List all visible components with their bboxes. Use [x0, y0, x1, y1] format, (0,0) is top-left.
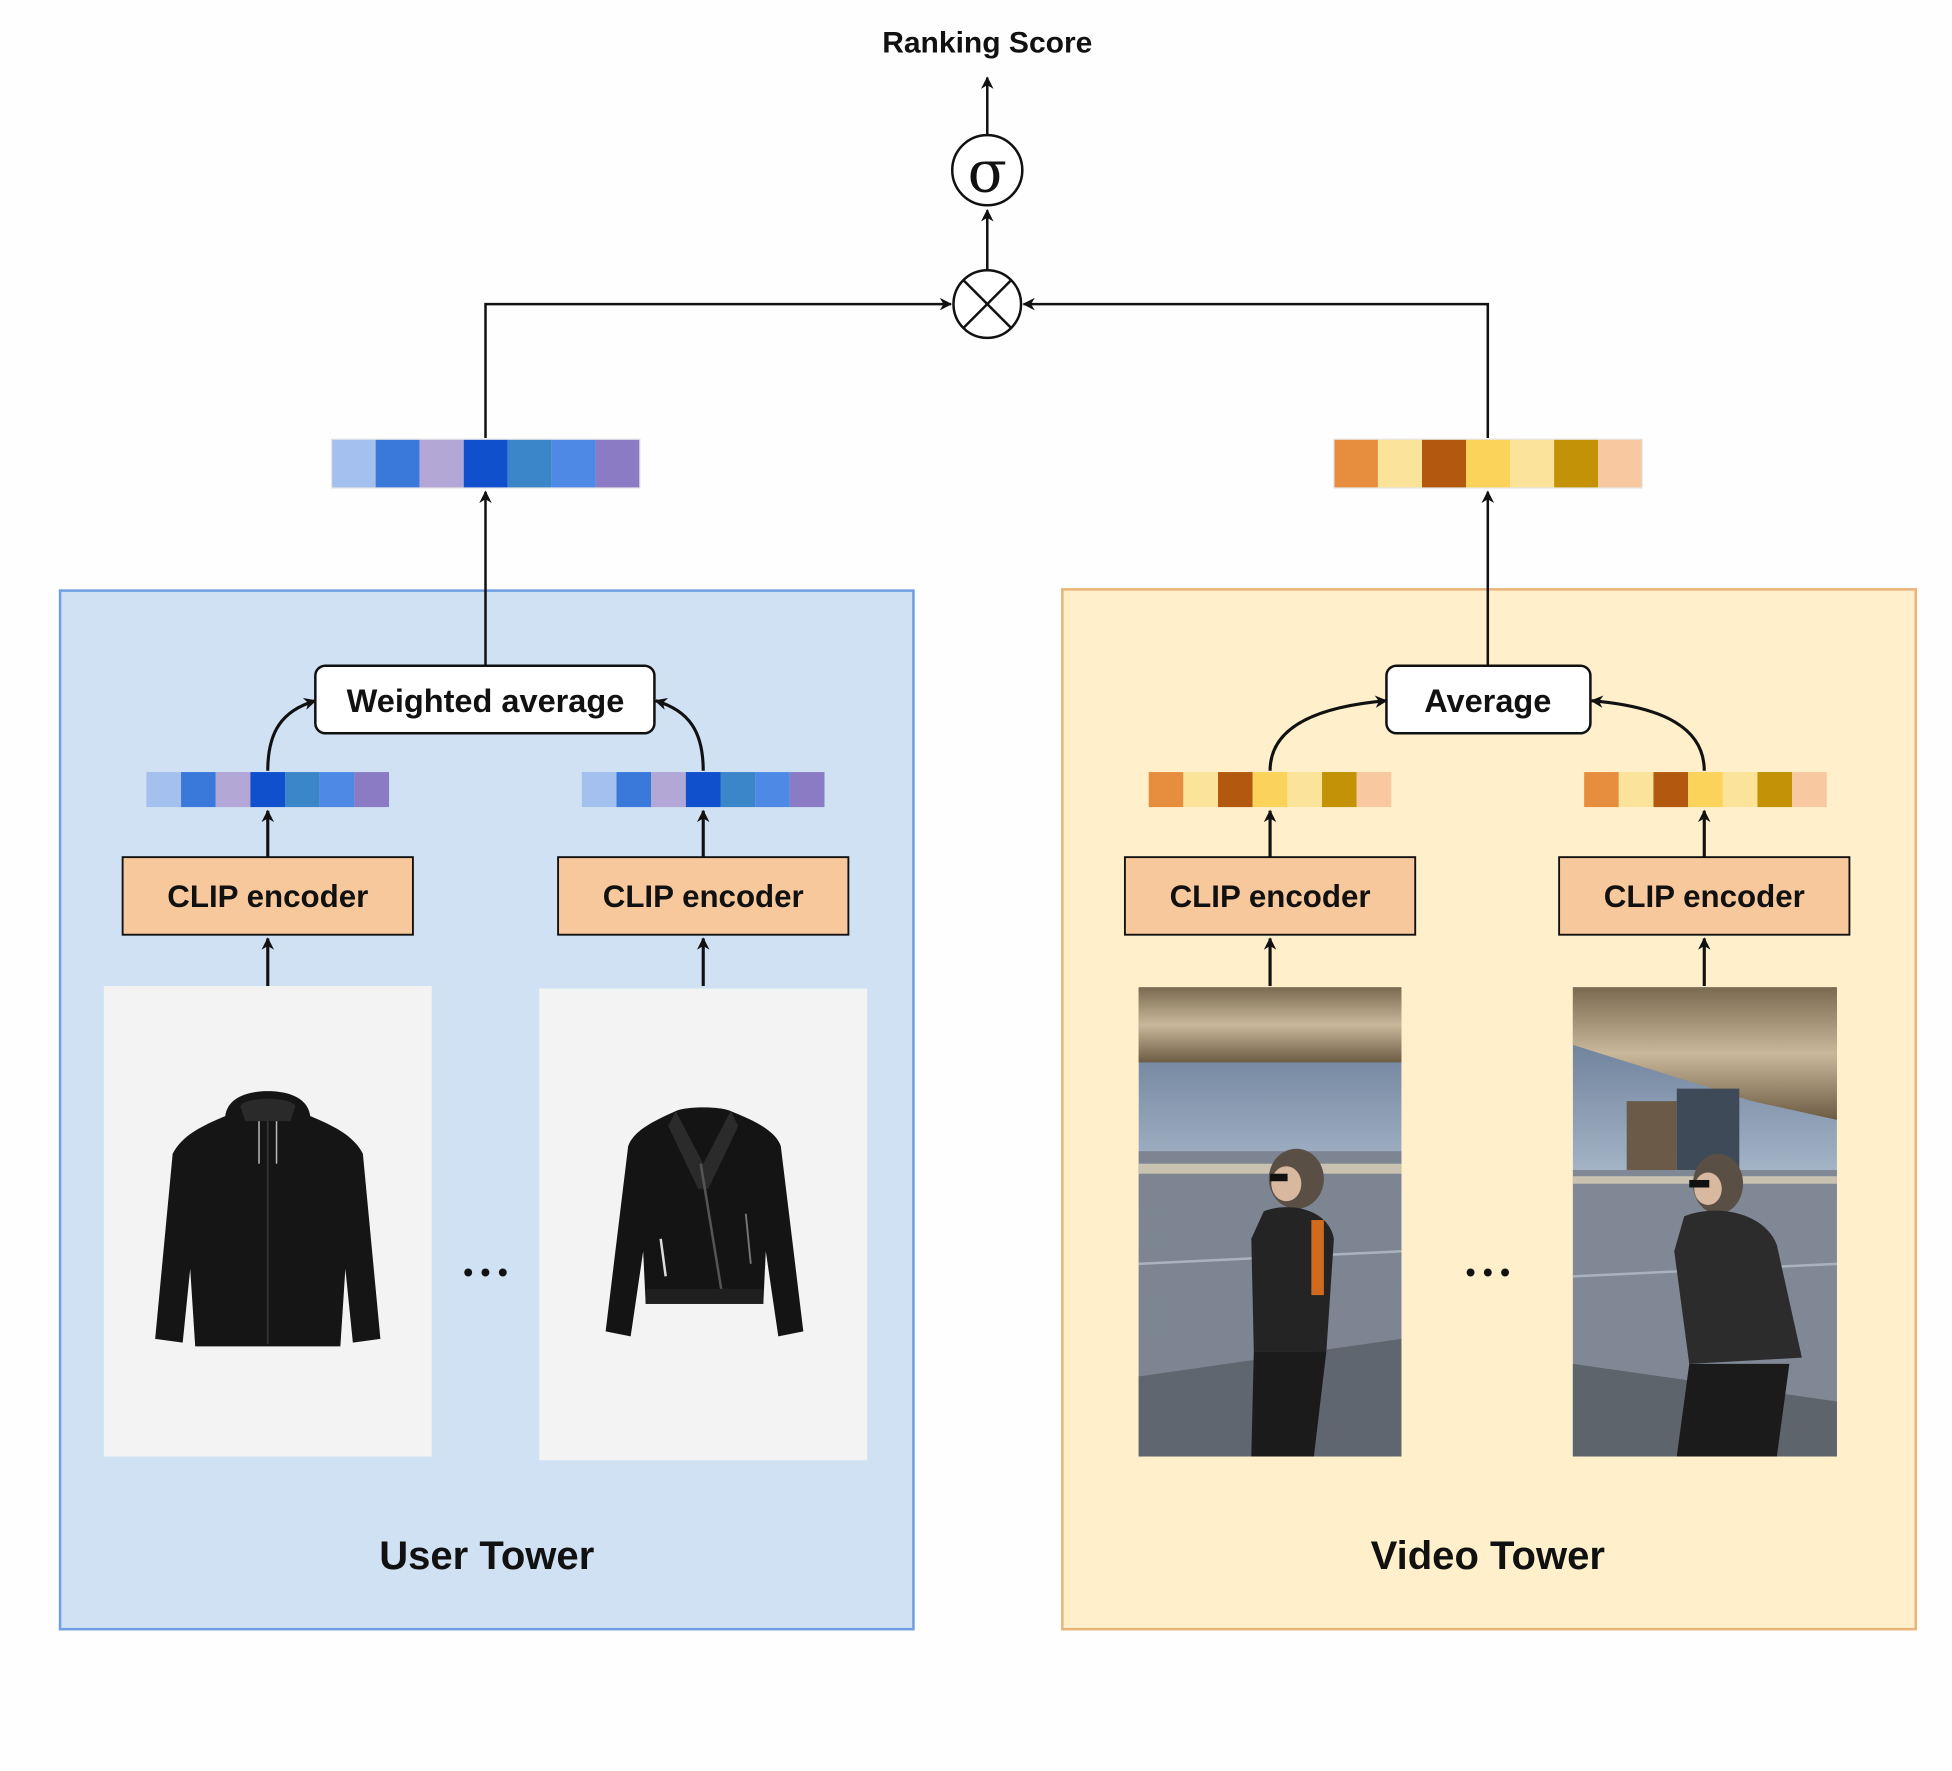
embedding-cell: [1757, 772, 1793, 808]
embedding-cell: [354, 772, 390, 808]
video-clip-encoder-1: CLIP encoder: [1123, 856, 1417, 936]
embedding-cell: [595, 439, 640, 489]
sigmoid-symbol: σ: [968, 138, 1007, 205]
video-item2-to-aggregator-arrow: [1590, 695, 1706, 771]
embedding-cell: [1421, 439, 1467, 489]
video-frame-1: [1138, 987, 1402, 1457]
user-items-ellipsis: • • •: [463, 1256, 507, 1287]
embedding-cell: [1287, 772, 1322, 808]
video-item1-to-aggregator-arrow: [1268, 695, 1388, 771]
user-item1-to-aggregator-arrow: [266, 697, 317, 771]
video-item-embedding: [1584, 772, 1827, 808]
user-clip-encoder-2: CLIP encoder: [557, 856, 850, 936]
video-clip-encoder-2: CLIP encoder: [1558, 856, 1851, 936]
sigmoid-node: σ: [950, 133, 1024, 207]
embedding-cell: [1722, 772, 1758, 808]
user-item-embedding: [581, 772, 825, 808]
embedding-cell: [755, 772, 790, 808]
encoder-label: CLIP encoder: [1170, 879, 1371, 914]
encoder-label: CLIP encoder: [1604, 879, 1805, 914]
user-item2-to-aggregator-arrow: [654, 697, 705, 771]
embedding-cell: [319, 772, 355, 808]
embedding-cell: [375, 439, 420, 489]
weighted-average-label: Weighted average: [347, 683, 625, 719]
embedding-cell: [789, 772, 825, 808]
embedding-cell: [181, 772, 216, 808]
embedding-cell: [1598, 439, 1643, 489]
video-item-embedding: [1148, 772, 1392, 808]
embedding-cell: [720, 772, 756, 808]
embedding-cell: [146, 772, 182, 808]
embedding-cell: [1688, 772, 1723, 808]
embedding-cell: [1377, 439, 1422, 489]
embedding-cell: [1148, 772, 1184, 808]
average-label: Average: [1424, 683, 1551, 719]
embedding-cell: [250, 772, 286, 808]
embedding-cell: [1653, 772, 1689, 808]
ranking-score-label: Ranking Score: [882, 27, 1092, 60]
user-final-embedding: [330, 438, 641, 489]
embedding-cell: [616, 772, 652, 808]
dot-product-node: [952, 269, 1023, 340]
user-item-image-leather-jacket: [539, 988, 868, 1461]
video-frame-2: [1572, 987, 1837, 1457]
embedding-cell: [285, 772, 320, 808]
embedding-cell: [463, 439, 508, 489]
user-tower-title: User Tower: [379, 1534, 594, 1578]
video-final-embedding: [1333, 438, 1643, 489]
embedding-cell: [507, 439, 552, 489]
hooded-jacket-icon: [155, 1091, 381, 1347]
embedding-cell: [1792, 772, 1827, 808]
embedding-cell: [1321, 772, 1357, 808]
video-embedding-to-product-line: [1022, 297, 1490, 438]
embedding-cell: [1333, 439, 1378, 489]
video-items-ellipsis: • • •: [1466, 1256, 1510, 1287]
embedding-outline: [1333, 438, 1643, 489]
embedding-cell: [1554, 439, 1599, 489]
encoder-label: CLIP encoder: [603, 879, 804, 914]
embedding-cell: [419, 439, 464, 489]
video-tower-title: Video Tower: [1371, 1534, 1605, 1578]
embedding-cell: [1218, 772, 1253, 808]
embedding-cell: [215, 772, 251, 808]
embedding-cell: [331, 439, 376, 489]
embedding-cell: [685, 772, 721, 808]
embedding-cell: [1510, 439, 1555, 489]
leather-jacket-icon: [605, 1107, 804, 1337]
weighted-average-box: Weighted average: [314, 664, 656, 735]
average-box: Average: [1385, 664, 1592, 735]
embedding-cell: [1252, 772, 1288, 808]
user-item-embedding: [146, 772, 390, 808]
video-frame-person-icon: [1251, 1148, 1334, 1457]
encoder-label: CLIP encoder: [167, 879, 368, 914]
embedding-cell: [581, 772, 617, 808]
embedding-cell: [1618, 772, 1654, 808]
embedding-cell: [1466, 439, 1511, 489]
video-frame-person-icon: [1674, 1153, 1802, 1457]
user-embedding-to-product-line: [484, 297, 953, 438]
user-item-image-hoodie: [103, 986, 432, 1457]
embedding-cell: [651, 772, 686, 808]
embedding-cell: [1584, 772, 1619, 808]
embedding-outline: [330, 438, 641, 489]
user-clip-encoder-1: CLIP encoder: [121, 856, 414, 936]
embedding-cell: [551, 439, 596, 489]
embedding-cell: [1356, 772, 1392, 808]
embedding-cell: [1183, 772, 1219, 808]
